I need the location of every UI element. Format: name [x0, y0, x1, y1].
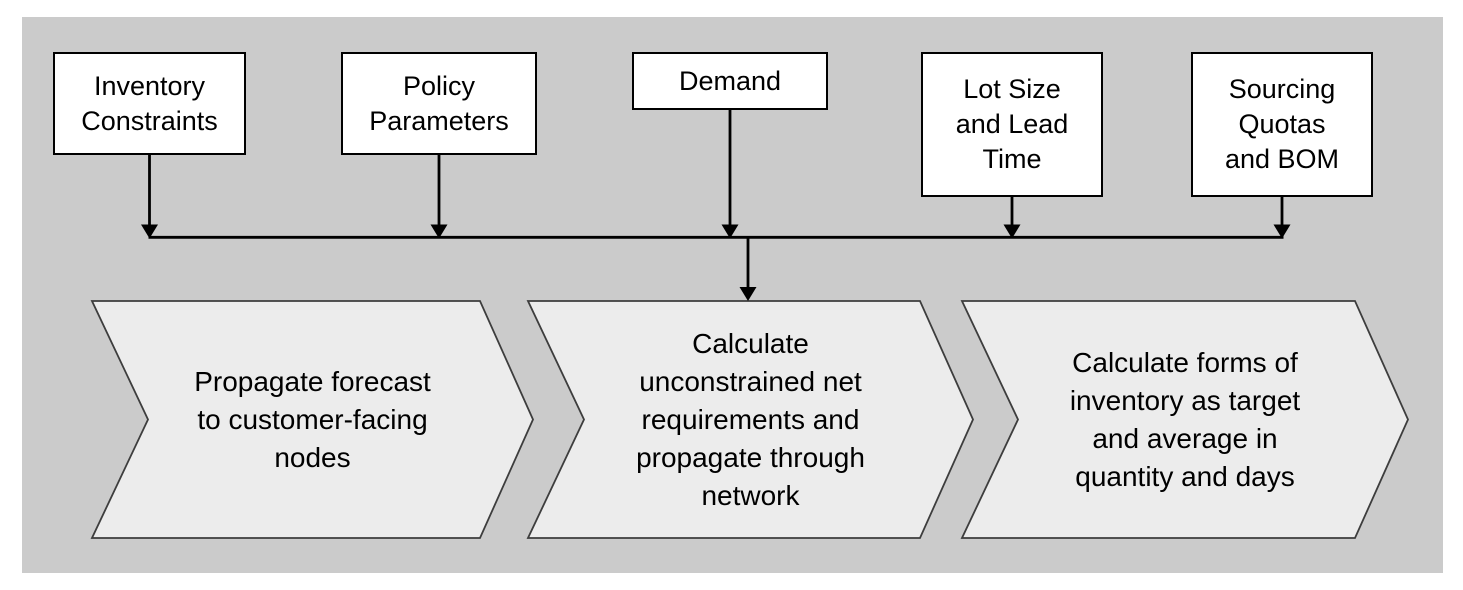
input-box-inventory-constraints: Inventory Constraints: [53, 52, 246, 155]
connector-to-step-2: [739, 238, 757, 301]
chevron-step-2: [526, 300, 974, 539]
connector-sourcing-quotas: [1273, 197, 1291, 239]
input-box-lot-size-lead-time: Lot Size and Lead Time: [921, 52, 1103, 197]
chevron-step-1: [90, 300, 534, 539]
arrowhead-down-icon: [739, 287, 757, 301]
arrowhead-down-icon: [1003, 224, 1021, 239]
input-label-policy-parameters: Policy Parameters: [369, 70, 509, 136]
input-label-inventory-constraints: Inventory Constraints: [81, 70, 218, 136]
connector-inventory-constraints: [141, 155, 158, 239]
input-box-sourcing-quotas-bom: Sourcing Quotas and BOM: [1191, 52, 1373, 197]
input-box-policy-parameters: Policy Parameters: [341, 52, 537, 155]
input-label-demand: Demand: [678, 65, 782, 96]
arrowhead-down-icon: [430, 224, 448, 239]
input-box-demand: Demand: [632, 52, 828, 110]
connector-lot-size: [1003, 197, 1021, 239]
arrowhead-down-icon: [1273, 224, 1291, 239]
connector-demand: [721, 110, 739, 239]
input-label-lot-size-lead-time: Lot Size and Lead Time: [955, 74, 1069, 174]
chevron-step-3: [960, 300, 1409, 539]
arrowhead-down-icon: [721, 224, 739, 239]
connector-policy-parameters: [430, 155, 448, 239]
arrowhead-down-icon: [141, 224, 158, 239]
input-label-sourcing-quotas-bom: Sourcing Quotas and BOM: [1224, 74, 1340, 174]
